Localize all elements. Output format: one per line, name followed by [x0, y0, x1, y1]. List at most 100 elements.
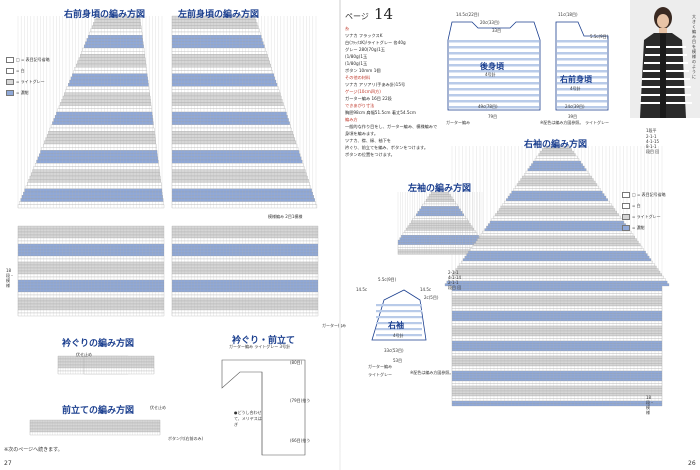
front-pattern-label: 4号針 [570, 86, 581, 91]
front-stripe [557, 64, 607, 67]
chart-row [399, 237, 481, 241]
chart-row [427, 196, 453, 200]
chart-row [171, 127, 292, 132]
right-page-number: 26 [688, 460, 696, 467]
chart-row [73, 70, 148, 74]
sleeve-decrease-table: 2-1-1 4-1-14 2-1-1 段目 回 [448, 270, 461, 291]
sleeve-hem-count: 53目 [393, 358, 403, 363]
chart-row [21, 195, 163, 199]
header-prefix: ページ [345, 12, 369, 21]
chart-row [89, 31, 143, 36]
left-sleeve-chart [397, 191, 483, 255]
front-stripe [557, 106, 607, 109]
body-decrease-table: 1段平 2-1-1 4-1-15 8-1-1 段目 回 [646, 128, 659, 155]
front-stripe [557, 88, 607, 91]
chart-row [171, 276, 319, 281]
chart-row [171, 67, 272, 71]
rib-note: 模様編み 2目1模様 [268, 214, 303, 219]
chart-row [171, 195, 314, 199]
dec-row-4: 段目 回 [448, 285, 462, 290]
chart-row [17, 291, 165, 296]
chart-row [171, 51, 267, 55]
back-stripe [449, 94, 539, 97]
chart-row [419, 208, 461, 212]
chart-row [171, 76, 276, 81]
chart-row [171, 31, 261, 36]
dec2-row-3: 8-1-1 [646, 144, 657, 149]
back-color-note: ※配色は編み方図参照。 [540, 120, 584, 125]
dec2-row-4: 段目 回 [646, 149, 660, 154]
mat-14: できあがり寸法 [345, 103, 375, 108]
chart-row [401, 235, 479, 238]
back-garter-label: ガーター編み [446, 120, 470, 125]
chart-row [48, 131, 155, 135]
sleeve-stripe [376, 304, 422, 307]
mat-7: ボタン 10mm 1個 [345, 68, 381, 73]
chart-row [17, 231, 165, 236]
chart-row [17, 270, 165, 275]
sleeve-schematic-title: 右袖 [388, 321, 404, 330]
chart-row [171, 237, 319, 242]
chart-row [171, 111, 287, 116]
chart-row [37, 156, 159, 161]
chart-row [171, 35, 262, 39]
mat-2: 白(ﾌﾗｯｸｽK)/ライトグレー 各40g [345, 40, 406, 45]
chart-row [171, 124, 291, 129]
chart-row [171, 150, 300, 154]
chart-row [17, 285, 165, 290]
sleeve-hem-label: 33c(53目) [384, 348, 404, 353]
back-stripe [449, 88, 539, 91]
photo-caption: 大きく編み目を模様のように [692, 14, 696, 79]
back-stripe [449, 82, 539, 85]
chart-row [411, 220, 469, 224]
chart-row [27, 182, 162, 186]
right-legend: □ = 表目記号省略 = 白 = ライトグレー = 濃紺 [622, 192, 666, 231]
legend-item-omit: □ = 表目記号省略 [6, 57, 50, 63]
chart-row [171, 252, 319, 257]
chart-row [83, 44, 144, 49]
neckband-chart-b [83, 355, 155, 375]
chart-row [56, 111, 153, 116]
mat-1: ツナカ フラックスK [345, 33, 383, 38]
legend-item-white: = 白 [6, 68, 50, 74]
back-body-title: 後身頃 [480, 62, 504, 71]
chart-row [171, 288, 319, 293]
dec2-row-1: 2-1-1 [646, 134, 657, 139]
chart-row [82, 47, 145, 52]
sleeve-top-label: 5.5c(9目) [378, 277, 397, 282]
chart-row [171, 156, 302, 161]
chart-row [17, 267, 165, 272]
chart-row [49, 127, 155, 132]
chart-row [17, 303, 165, 308]
chart-row [17, 282, 165, 287]
materials-block: 糸 ツナカ フラックスK 白(ﾌﾗｯｸｽK)/ライトグレー 各40g グレー 2… [345, 25, 437, 158]
chart-row [171, 258, 319, 263]
front-neck-label: 5.5c(9目) [590, 34, 609, 39]
chart-row [54, 115, 153, 119]
chart-row [33, 166, 160, 170]
chart-row [171, 47, 266, 52]
chart-row [17, 294, 165, 299]
chart-row [171, 28, 260, 33]
chart-row [171, 198, 315, 202]
chart-row [17, 237, 165, 242]
chart-row [17, 243, 165, 248]
chart-row [171, 105, 285, 109]
right-sleeve-title: 右袖の編み方図 [524, 140, 588, 150]
right-front-upper-chart [17, 15, 165, 209]
sleeve-width-label: 14.5c [356, 287, 368, 292]
chart-row [171, 25, 259, 29]
mat-4: (1/80g)1玉 [345, 54, 368, 59]
mat-24: ボタンの位置をつけます。 [345, 152, 395, 157]
front-shoulder-label: 11c(18目) [558, 12, 578, 17]
chart-row [171, 267, 319, 272]
sleeve-stripe [376, 316, 422, 319]
mat-17: 編み方 [345, 117, 358, 122]
back-stripe [449, 52, 539, 55]
chart-row [17, 228, 165, 233]
chart-row [171, 309, 319, 314]
chart-row [171, 92, 281, 97]
chart-row [31, 172, 161, 177]
pickup-count-2: (66目)拾う [290, 438, 311, 443]
